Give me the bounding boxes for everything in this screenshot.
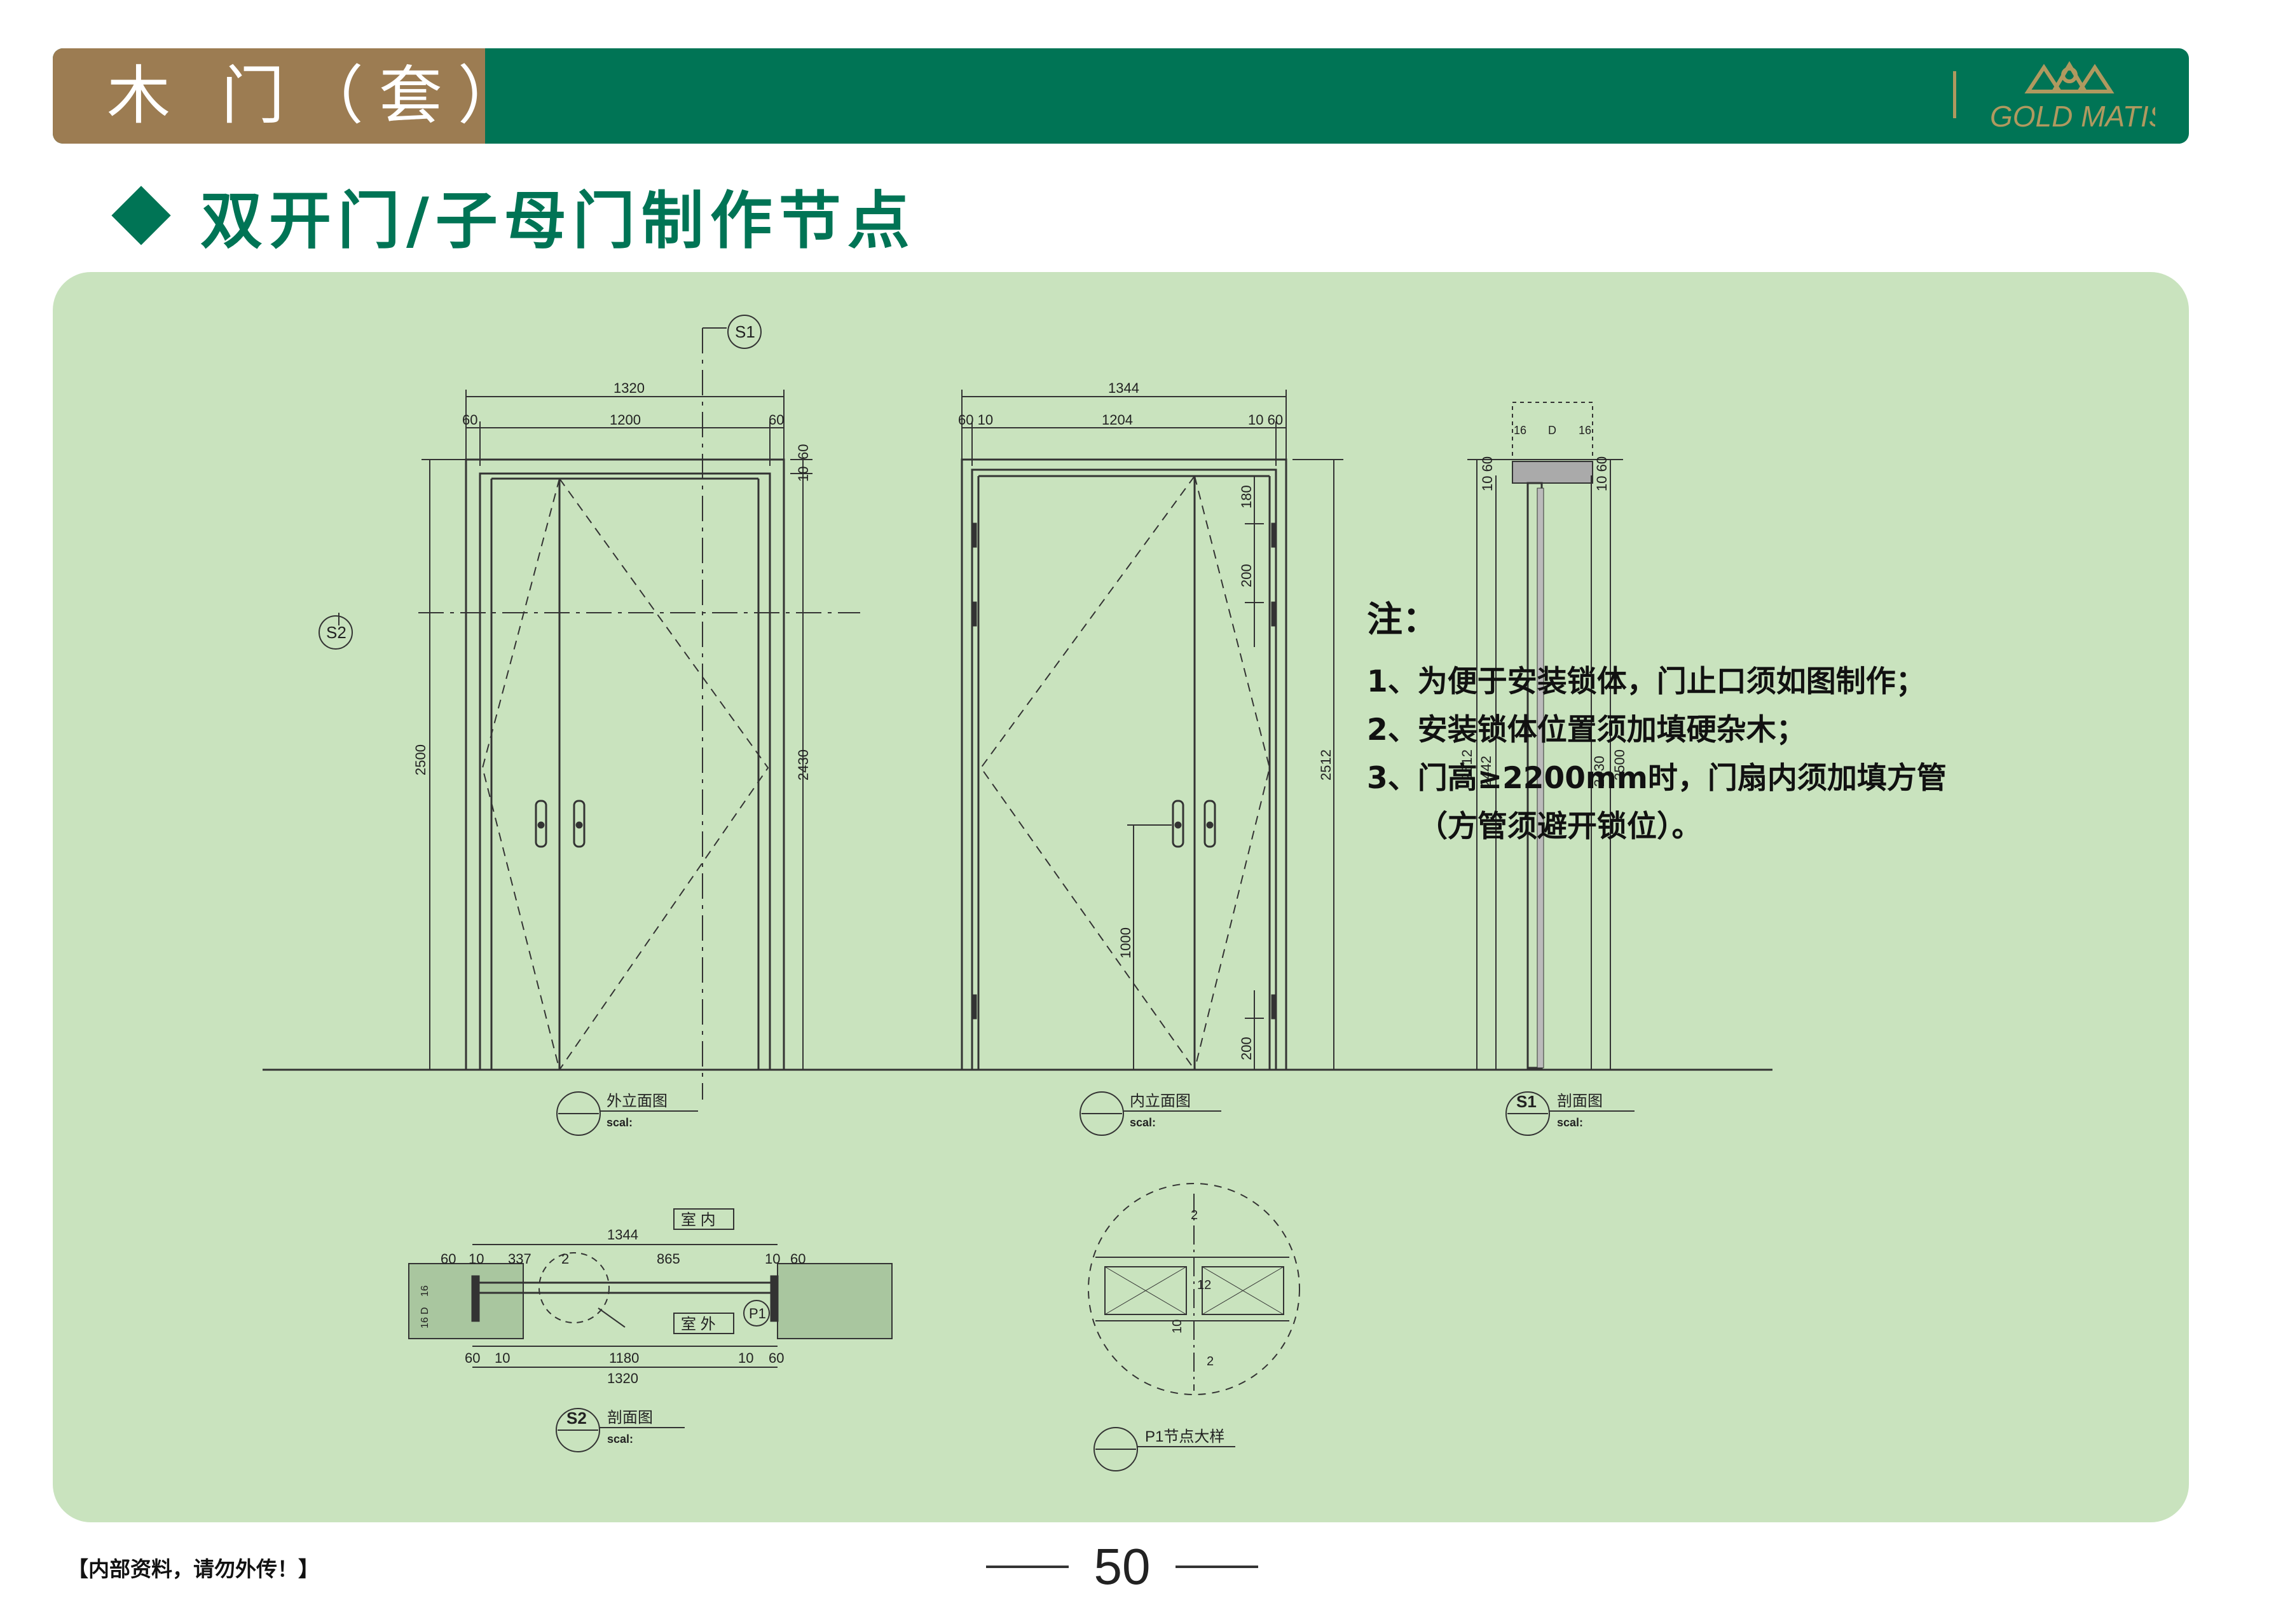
dim-inner-right: 10 60 [1248,412,1283,428]
s1-label: 剖面图 [1557,1093,1603,1110]
s2-tag: S2 [566,1409,587,1428]
scale-markers [319,315,1635,1471]
brand-logo: GOLD MATIS [1977,53,2169,139]
s2-dim-bottom-0: 60 [465,1350,480,1366]
note-item-3: 3、门高≥2200mm时，门扇内须加填方管 [1367,761,1947,796]
dim-inner-200-b: 200 [1238,1037,1254,1060]
s1-dim-2500: 2500 [1612,749,1628,781]
p1-dim-d: 2 [1207,1354,1214,1368]
header-band: 木 门（套） [53,48,2189,144]
s2-scale: scal: [607,1433,633,1445]
s2-dim-1320: 1320 [607,1370,638,1386]
dim-inner-left: 60 10 [958,412,993,428]
dim-outer-1200: 1200 [610,412,641,428]
s2-label: 剖面图 [607,1409,653,1426]
s1-dim-16-left: 16 [1514,424,1526,437]
s2-side-16b: 16 [420,1317,430,1328]
s1-scale: scal: [1557,1116,1583,1129]
note-item-4: （方管须避开锁位）。 [1418,809,1702,844]
section-s2 [408,1208,893,1368]
page-number: 50 [1093,1538,1151,1595]
dim-outer-top: 10 [795,467,811,482]
page-rule-left [985,1566,1069,1568]
s1-dim-2430: 2430 [1591,756,1607,787]
brand-emblem-icon: GOLD MATIS [1990,61,2169,133]
dim-inner-1000: 1000 [1118,927,1134,959]
inner-elevation [961,390,1343,1071]
dim-outer-2430: 2430 [795,749,811,781]
brand-text: GOLD MATIS [1990,100,2155,133]
s1-dim-b: 10 60 [1594,456,1610,491]
section-title: 双开门/子母门制作节点 [200,185,916,257]
outer-elevation-scale: scal: [607,1116,633,1129]
dim-outer-2500: 2500 [413,744,428,775]
dim-inner-200-a: 200 [1238,564,1254,587]
s2-dim-bottom-1: 10 [495,1350,510,1366]
dim-outer-60-right: 60 [769,412,784,428]
note-item-2: 2、安装锁体位置须加填硬杂木； [1367,713,1806,747]
s2-dim-bottom-2: 1180 [609,1350,639,1366]
s2-dim-top-1: 10 [469,1251,484,1267]
dim-inner-1344: 1344 [1108,380,1139,396]
s2-dim-top-3: 2 [561,1251,569,1267]
s2-dim-top-2: 337 [508,1251,531,1267]
brand-divider [1953,71,1956,118]
s2-dim-bottom-4: 60 [769,1350,784,1366]
s1-dim-2512: 2512 [1459,749,1475,781]
p1-dim-c: 10 [1170,1320,1184,1334]
diamond-bullet-icon [111,186,171,245]
s1-dim-16-right: 16 [1579,424,1591,437]
s1-dim-2442: 2442 [1478,756,1494,787]
dim-inner-1204: 1204 [1102,412,1133,428]
p1-dim-b: 12 [1197,1278,1211,1292]
drawing-panel: 1320 60 1200 60 10 60 2500 2430 S1 S2 外立… [53,272,2189,1522]
detail-p1 [1088,1183,1300,1395]
notes-block: 注： 1、为便于安装锁体，门止口须如图制作； 2、安装锁体位置须加填硬杂木； 3… [1367,591,1947,851]
s2-dim-top-0: 60 [441,1251,456,1267]
s2-side-16a: 16 [420,1285,430,1297]
p1-label: P1节点大样 [1145,1428,1224,1445]
technical-drawing: 1320 60 1200 60 10 60 2500 2430 S1 S2 外立… [263,315,1772,1471]
section-tag-s1: S1 [735,322,755,341]
s1-tag: S1 [1516,1092,1537,1111]
dim-outer-1320: 1320 [614,380,645,396]
outer-elevation [263,327,1772,1100]
header-title-tab [53,48,485,144]
s1-dim-d: D [1548,424,1556,437]
s2-detail-tag: P1 [749,1306,766,1321]
s2-room-outside: 室 外 [681,1316,716,1333]
s2-dim-top-5: 10 [765,1251,780,1267]
s2-room-inside: 室 内 [681,1211,716,1229]
dim-outer-top-b: 60 [795,444,811,460]
section-s1 [1467,402,1623,1070]
s2-dim-top-4: 865 [657,1251,680,1267]
page-number-area: 50 [979,1535,1265,1599]
section-heading: 双开门/子母门制作节点 [111,170,916,261]
confidential-note: 【内部资料，请勿外传！】 [67,1557,319,1581]
dim-inner-180: 180 [1238,485,1254,508]
section-tag-s2: S2 [326,623,346,642]
s2-side-d: D [420,1307,430,1314]
page-rule-right [1176,1566,1259,1568]
s2-dim-bottom-3: 10 [738,1350,753,1366]
outer-elevation-label: 外立面图 [607,1093,668,1110]
notes-title: 注： [1367,599,1438,641]
s2-dim-top-6: 60 [790,1251,806,1267]
header-title: 木 门（套） [107,58,537,133]
dim-inner-2512: 2512 [1318,749,1334,781]
dim-outer-60-left: 60 [462,412,477,428]
s2-dim-1344: 1344 [607,1227,638,1243]
inner-elevation-label: 内立面图 [1130,1093,1191,1110]
p1-dim-a: 2 [1191,1208,1198,1222]
s1-dim-a: 10 60 [1479,456,1495,491]
inner-elevation-scale: scal: [1130,1116,1156,1129]
note-item-1: 1、为便于安装锁体，门止口须如图制作； [1367,664,1926,699]
